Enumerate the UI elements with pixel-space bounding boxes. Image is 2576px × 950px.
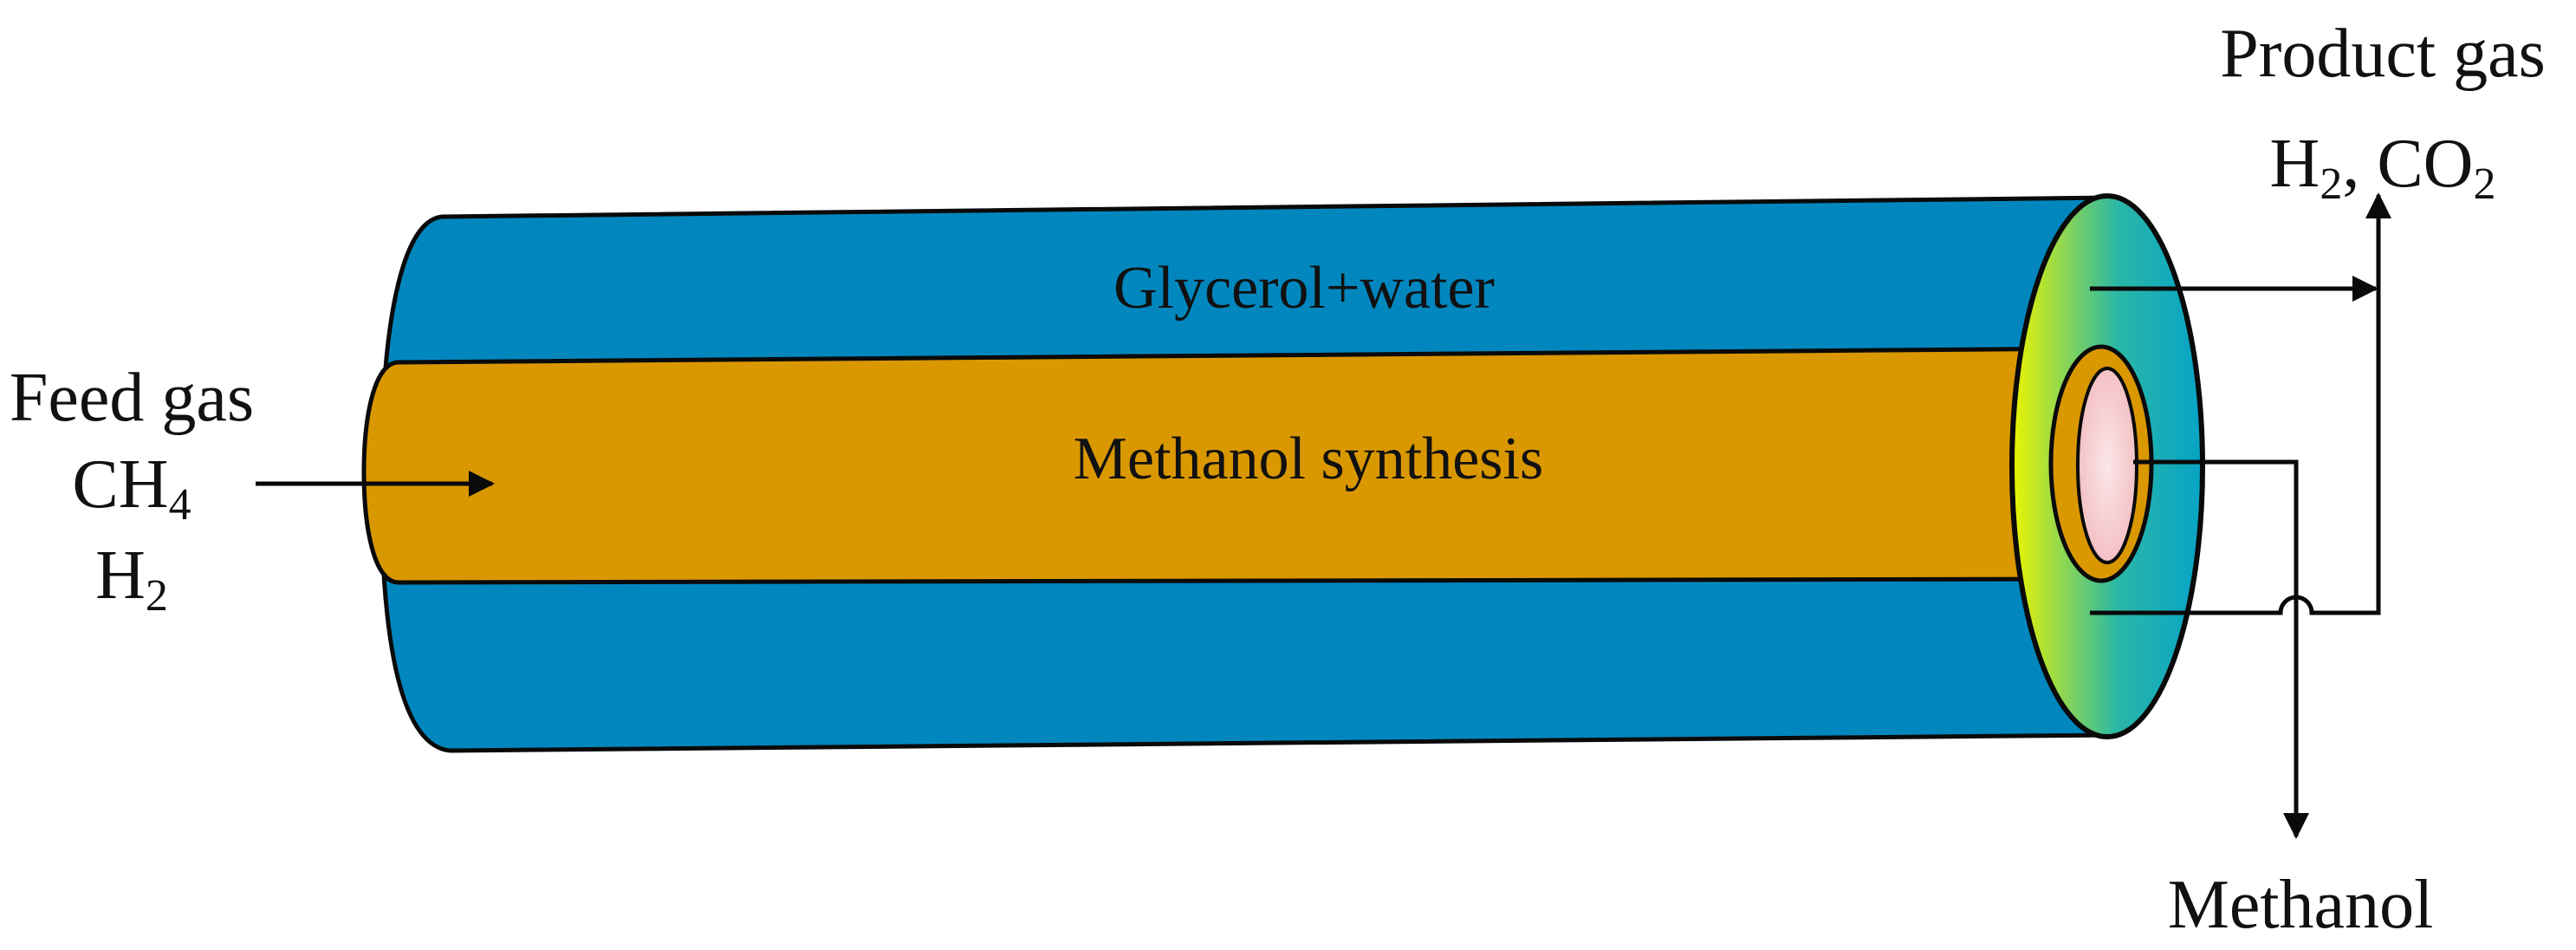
product-gas-species: H2, CO2 (2270, 126, 2496, 209)
core-process-label: Methanol synthesis (1074, 426, 1543, 492)
methanol-outlet-arrow (2133, 459, 2309, 839)
feed-gas-title: Feed gas (10, 360, 254, 436)
feed-gas-ch4: CH4 (72, 446, 191, 530)
shell-fluid-label: Glycerol+water (1113, 255, 1495, 322)
inner-core-tube (361, 346, 2104, 585)
feed-gas-h2: H2 (95, 537, 168, 621)
product-gas-title: Product gas (2220, 16, 2546, 92)
core-end-interior (2076, 367, 2138, 564)
methanol-outlet-label: Methanol (2168, 867, 2434, 943)
